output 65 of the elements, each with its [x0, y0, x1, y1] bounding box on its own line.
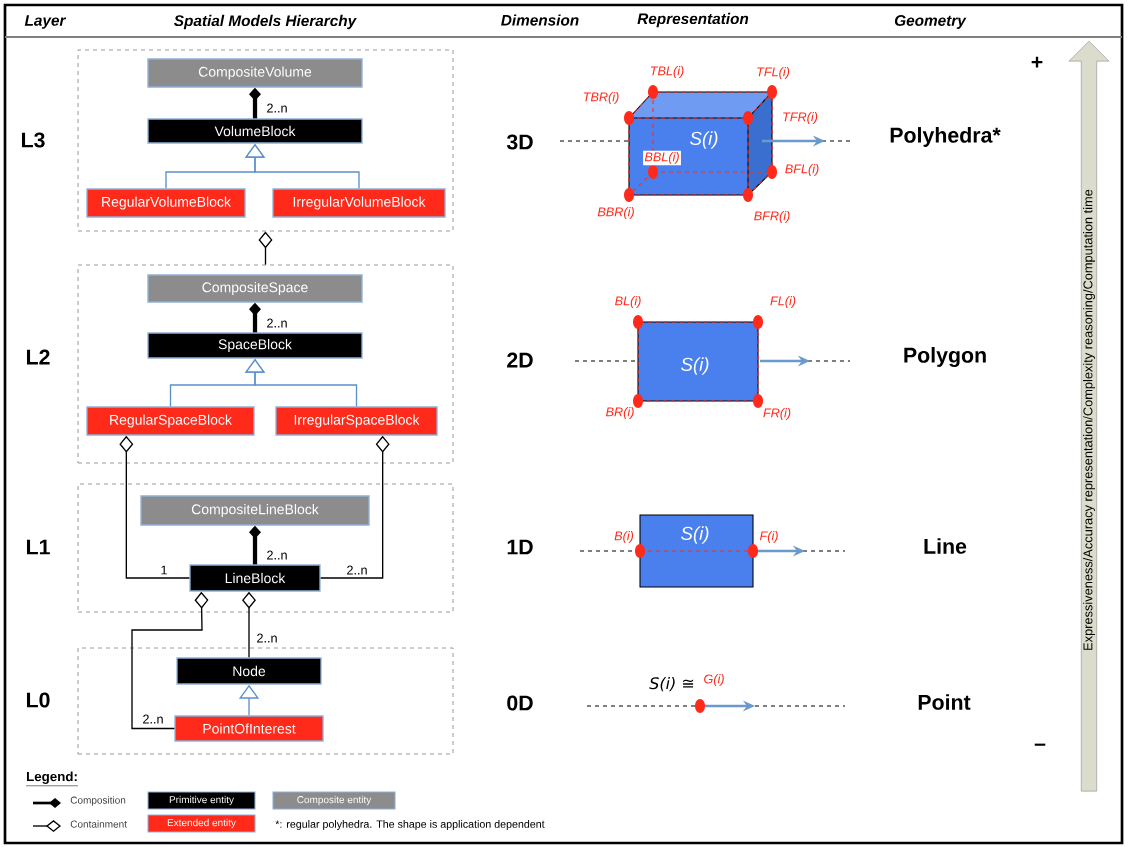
- layer-box: [77, 49, 454, 232]
- vertex-label: BFL(i): [785, 164, 819, 176]
- multiplicity-label: 2..n: [141, 713, 165, 725]
- layer-box: [77, 647, 454, 755]
- dimension-label: 2D: [507, 352, 533, 368]
- scale-sign: –: [1034, 743, 1046, 746]
- dimension-label: 3D: [506, 134, 533, 150]
- layer-box: [77, 483, 454, 613]
- shape-label: S(i): [690, 131, 718, 149]
- layer-label: L2: [27, 349, 50, 365]
- column-header: Spatial Models Hierarchy: [174, 14, 357, 30]
- vertex-label: TBR(i): [583, 92, 619, 104]
- class-box: IrregularVolumeBlock: [272, 188, 446, 218]
- class-box: VolumeBlock: [147, 118, 363, 144]
- dimension-label: 1D: [507, 539, 533, 555]
- multiplicity-label: 2..n: [255, 632, 279, 644]
- shape-label: S(i): [681, 526, 709, 544]
- class-box: SpaceBlock: [147, 332, 363, 359]
- column-header: Layer: [24, 15, 67, 29]
- layer-label: L3: [22, 132, 45, 148]
- layer-label: L0: [27, 692, 50, 708]
- vertex-label: FR(i): [763, 408, 791, 420]
- legend-title: Legend:: [25, 771, 79, 787]
- vertex-label: B(i): [614, 531, 634, 543]
- vertex-label: TBL(i): [650, 66, 684, 78]
- multiplicity-label: 2..n: [265, 317, 289, 329]
- vertex-label: FL(i): [770, 296, 796, 308]
- class-box: CompositeVolume: [147, 58, 363, 88]
- multiplicity-label: 2..n: [265, 549, 289, 561]
- geometry-label: Polyhedra*: [890, 127, 1001, 147]
- class-box: CompositeSpace: [147, 274, 363, 303]
- layer-label: L1: [27, 539, 50, 555]
- containment-line: [258, 231, 273, 266]
- legend-text: Containment: [70, 820, 127, 828]
- class-box: RegularSpaceBlock: [86, 406, 255, 436]
- vertex-label: F(i): [759, 531, 778, 543]
- multiplicity-label: 2..n: [265, 102, 289, 114]
- layer-box: [77, 264, 454, 464]
- vertex-label: G(i): [704, 674, 724, 686]
- class-box: IrregularSpaceBlock: [275, 406, 438, 436]
- vertex-label: TFR(i): [783, 112, 818, 124]
- column-header: Dimension: [501, 14, 579, 26]
- dimension-label: 0D: [507, 695, 533, 711]
- geometry-label: Point: [918, 694, 971, 710]
- class-box: RegularVolumeBlock: [86, 188, 246, 218]
- class-box: CompositeLineBlock: [140, 495, 370, 526]
- column-header: Representation: [637, 12, 749, 28]
- legend-text: Composition: [70, 796, 126, 806]
- multiplicity-label: 1: [159, 564, 169, 576]
- scale-sign: +: [1031, 56, 1043, 68]
- equivalence-label: S(i) ≅: [649, 676, 694, 692]
- column-header: Geometry: [894, 15, 967, 29]
- class-box: LineBlock: [189, 564, 321, 592]
- class-box: Node: [176, 657, 322, 685]
- vertex-label: BFR(i): [754, 211, 790, 223]
- geometry-label: Line: [924, 538, 967, 554]
- vertex-label: BR(i): [606, 407, 634, 419]
- multiplicity-label: 2..n: [345, 564, 369, 576]
- vertex-label: TFL(i): [757, 67, 790, 79]
- vertex-label: BBR(i): [597, 207, 634, 219]
- shape-label: S(i): [681, 357, 709, 375]
- footnote: *: regular polyhedra. The shape is application dependent: [275, 820, 545, 830]
- class-box: PointOfInterest: [174, 715, 324, 742]
- geometry-label: Polygon: [904, 347, 986, 367]
- vertex-label: BL(i): [615, 296, 641, 308]
